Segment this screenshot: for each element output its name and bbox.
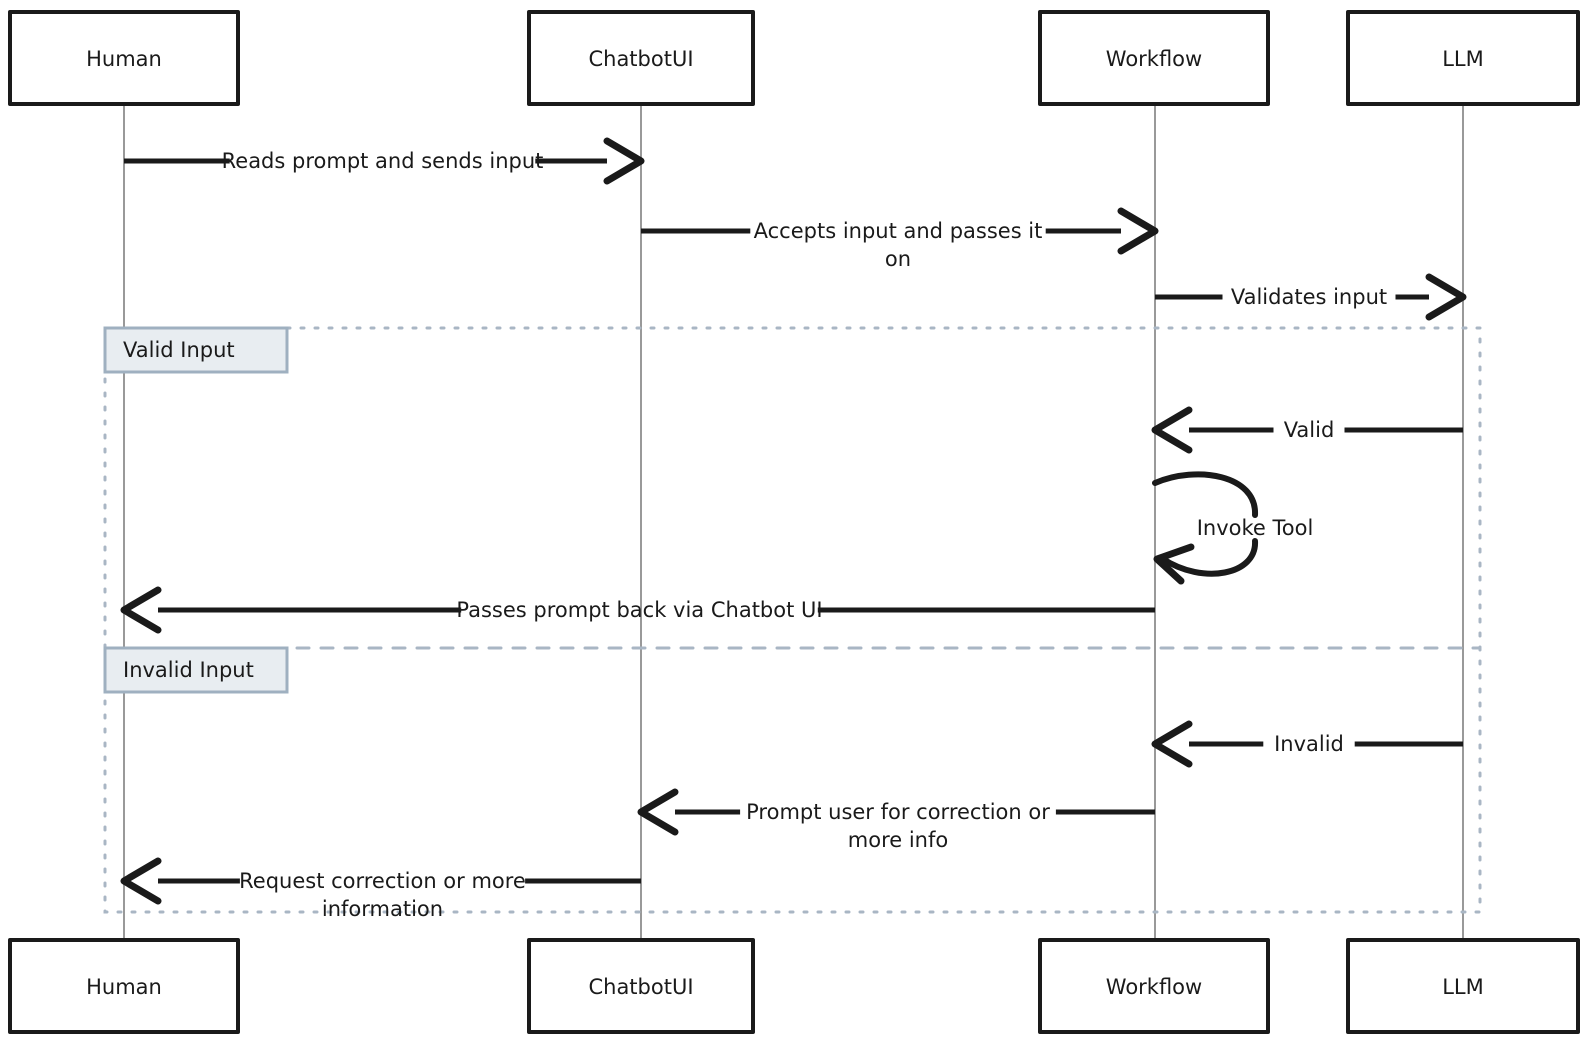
participant-label: ChatbotUI — [588, 975, 693, 999]
fragment-tag-label: Invalid Input — [123, 658, 254, 682]
participant-box[interactable] — [1346, 10, 1580, 106]
message-arrowhead — [1151, 720, 1193, 768]
participant-llm-bottom[interactable]: LLM — [1346, 938, 1580, 1034]
message-arrowhead — [1151, 406, 1193, 454]
participant-box[interactable] — [527, 938, 755, 1034]
fragment-layer — [103, 326, 1482, 914]
message-label: Validates input — [1231, 285, 1387, 309]
participant-chatbotui-bottom[interactable]: ChatbotUI — [527, 938, 755, 1034]
participant-label: LLM — [1442, 975, 1484, 999]
fragment-tag-label: Valid Input — [123, 338, 235, 362]
message-label: Invalid — [1274, 732, 1344, 756]
fragment-tag-invalid-input[interactable]: Invalid Input — [103, 646, 289, 694]
message-m5: Invoke Tool — [1152, 471, 1314, 585]
message-arrowhead — [120, 586, 162, 634]
message-m6: Passes prompt back via Chatbot UI — [120, 586, 1155, 634]
message-m1: Reads prompt and sends input — [124, 137, 645, 185]
fragment-tag-box[interactable] — [103, 646, 289, 694]
participant-label: Workflow — [1106, 975, 1202, 999]
participant-label: Human — [86, 975, 162, 999]
participant-label: Human — [86, 47, 162, 71]
participant-workflow-bottom[interactable]: Workflow — [1038, 938, 1270, 1034]
participant-label: Workflow — [1106, 47, 1202, 71]
participant-box[interactable] — [8, 10, 240, 106]
message-arrowhead — [637, 788, 679, 836]
message-m4: Valid — [1151, 406, 1463, 454]
fragment-tag-box[interactable] — [103, 326, 289, 374]
self-loop-arrowhead — [1153, 543, 1195, 585]
message-arrowhead — [120, 857, 162, 905]
self-loop-path — [1152, 471, 1259, 577]
message-label: Valid — [1284, 418, 1335, 442]
participant-human-bottom[interactable]: Human — [8, 938, 240, 1034]
participant-label: ChatbotUI — [588, 47, 693, 71]
participant-chatbotui-top[interactable]: ChatbotUI — [527, 10, 755, 106]
message-label: Invoke Tool — [1197, 516, 1314, 540]
message-label: Passes prompt back via Chatbot UI — [456, 598, 822, 622]
participant-box[interactable] — [527, 10, 755, 106]
alt-fragment-border — [103, 326, 1482, 914]
participant-box[interactable] — [1346, 938, 1580, 1034]
message-arrowhead — [1117, 207, 1159, 255]
message-arrowhead — [603, 137, 645, 185]
participant-box[interactable] — [1038, 10, 1270, 106]
participant-label: LLM — [1442, 47, 1484, 71]
message-m3: Validates input — [1155, 273, 1467, 321]
participant-box[interactable] — [8, 938, 240, 1034]
participant-human-top[interactable]: Human — [8, 10, 240, 106]
participant-llm-top[interactable]: LLM — [1346, 10, 1580, 106]
lifelines-layer — [123, 104, 1464, 940]
fragment-tag-valid-input[interactable]: Valid Input — [103, 326, 289, 374]
message-m7: Invalid — [1151, 720, 1463, 768]
participant-box[interactable] — [1038, 938, 1270, 1034]
message-arrowhead — [1425, 273, 1467, 321]
message-label: Reads prompt and sends input — [222, 149, 544, 173]
participant-workflow-top[interactable]: Workflow — [1038, 10, 1270, 106]
